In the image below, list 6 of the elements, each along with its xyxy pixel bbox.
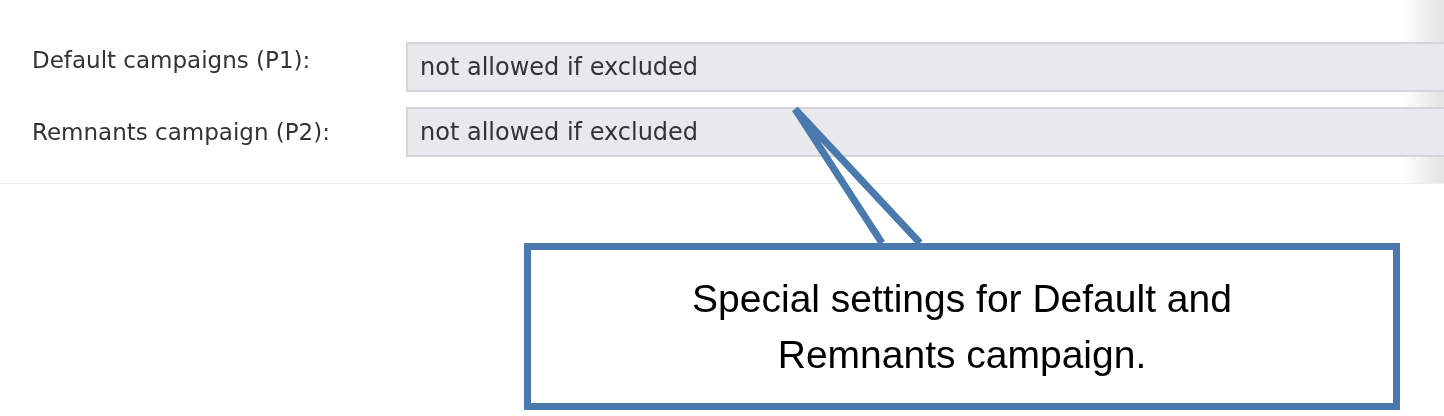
text-field: not allowed if excluded <box>406 107 1444 157</box>
callout-text: Special settings for Default and Remnants campaign. <box>691 275 1233 378</box>
text-field: not allowed if excluded <box>406 42 1444 92</box>
callout-box <box>524 243 1400 410</box>
field-label: Remnants campaign (P2): <box>32 119 330 145</box>
field-label: Default campaigns (P1): <box>32 47 311 73</box>
